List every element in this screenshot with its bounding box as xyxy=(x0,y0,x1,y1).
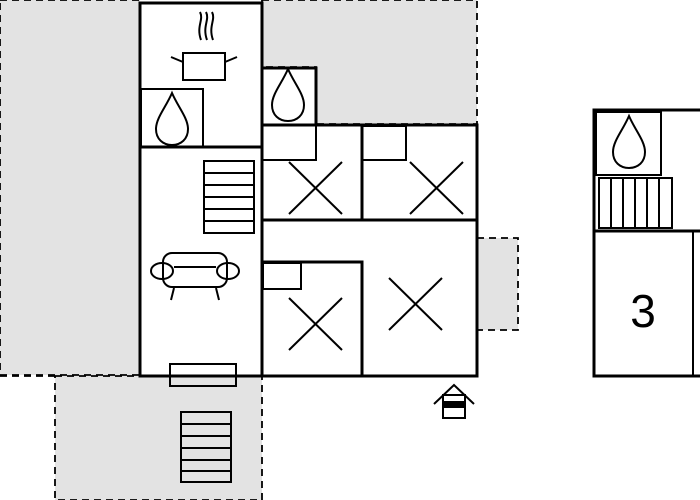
building-main xyxy=(138,1,479,387)
closet-upper-right xyxy=(361,125,407,161)
secondary-bathroom xyxy=(595,111,662,176)
room-number-label: 3 xyxy=(630,285,656,337)
terrace-left xyxy=(0,0,141,376)
water-drop-icon xyxy=(154,90,190,147)
bed-cross-icon xyxy=(388,277,443,331)
staircase-icon xyxy=(203,160,255,234)
water-drops xyxy=(154,66,647,170)
cooking-pot-icon xyxy=(170,11,238,81)
beds xyxy=(288,161,464,351)
sofa-icon xyxy=(150,252,240,301)
bathroom-small xyxy=(140,88,204,148)
door-mat xyxy=(169,363,237,387)
wall-bedroom-lower-left xyxy=(262,260,364,376)
outdoor-areas xyxy=(0,0,519,500)
building-secondary: 3 xyxy=(592,108,700,378)
water-drop-icon xyxy=(611,113,647,170)
secondary-exterior-wall xyxy=(592,108,700,378)
water-drop-icon xyxy=(270,66,306,123)
bed-cross-icon xyxy=(288,161,343,215)
entrance-icon xyxy=(433,383,475,419)
closet-upper-left xyxy=(261,124,317,161)
bed-cross-icon xyxy=(409,161,464,215)
staircase-icon xyxy=(598,177,673,229)
staircase-icon xyxy=(180,411,232,483)
terrace-top-right xyxy=(261,0,478,125)
closet-lower-left xyxy=(262,262,302,290)
terrace-right xyxy=(476,237,519,331)
bed-cross-icon xyxy=(288,297,343,351)
